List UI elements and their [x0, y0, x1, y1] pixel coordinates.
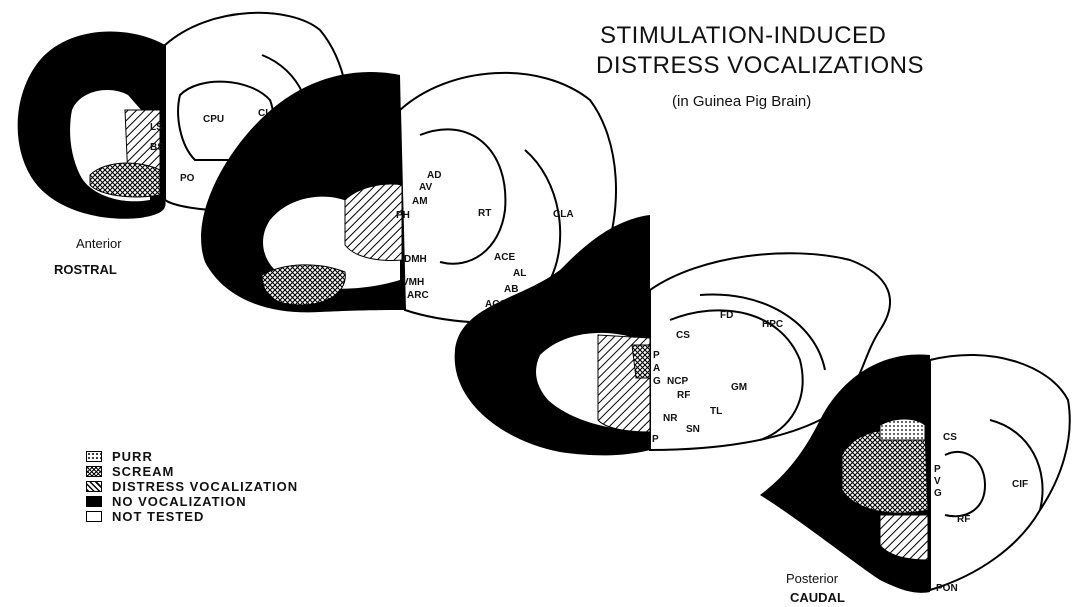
section-3-label: G	[653, 376, 661, 387]
section-4-label: P	[934, 464, 941, 475]
scream-swatch-icon	[86, 466, 102, 477]
section-3-label: HPC	[762, 319, 783, 330]
legend: PURR SCREAM DISTRESS VOCALIZATION NO VOC…	[86, 449, 298, 524]
legend-item-distress: DISTRESS VOCALIZATION	[86, 479, 298, 494]
section-3-label: SN	[686, 424, 700, 435]
legend-label: NO VOCALIZATION	[112, 494, 247, 509]
rostral-label: ROSTRAL	[54, 262, 117, 277]
section-2-label: AD	[427, 170, 441, 181]
section-1-label: LS	[150, 122, 163, 133]
section-4-label: CIF	[1012, 479, 1028, 490]
section-3-label: P	[653, 350, 660, 361]
section-1-label: PO	[180, 173, 195, 184]
section-3-label: A	[653, 363, 660, 374]
distress-swatch-icon	[86, 481, 102, 492]
legend-item-untested: NOT TESTED	[86, 509, 298, 524]
legend-item-purr: PURR	[86, 449, 298, 464]
section-1-label: CPU	[203, 114, 224, 125]
section-4-purr-zone	[880, 419, 925, 440]
section-3-label: TL	[710, 406, 722, 417]
section-4-outline	[930, 355, 1070, 590]
section-3-label: RF	[677, 390, 690, 401]
section-3-label: P	[652, 434, 659, 445]
section-2-label: AL	[513, 268, 526, 279]
section-3-label: GM	[731, 382, 747, 393]
legend-label: PURR	[112, 449, 153, 464]
section-4-label: PON	[936, 583, 958, 594]
section-2-label: VMH	[402, 277, 424, 288]
section-2-label: PH	[396, 210, 410, 221]
section-1-label: BS	[150, 142, 164, 153]
section-2-label: AB	[504, 284, 518, 295]
section-2-label: CLA	[553, 209, 574, 220]
section-2-label: ARC	[407, 290, 429, 301]
section-2-distress-zone	[345, 184, 402, 261]
section-3-label: NR	[663, 413, 678, 424]
section-3-label: NCP	[667, 376, 688, 387]
section-4-label: CS	[943, 432, 957, 443]
legend-label: SCREAM	[112, 464, 174, 479]
diagram-subtitle: (in Guinea Pig Brain)	[672, 93, 811, 110]
caudal-label: CAUDAL	[790, 590, 845, 605]
section-4-label: RF	[957, 514, 970, 525]
section-4-label: G	[934, 488, 942, 499]
legend-label: NOT TESTED	[112, 509, 204, 524]
no-vocalization-swatch-icon	[86, 496, 102, 507]
legend-label: DISTRESS VOCALIZATION	[112, 479, 298, 494]
legend-item-scream: SCREAM	[86, 464, 298, 479]
section-3-label: FD	[720, 310, 733, 321]
legend-item-none: NO VOCALIZATION	[86, 494, 298, 509]
section-1-scream-zone	[90, 163, 160, 197]
purr-swatch-icon	[86, 451, 102, 462]
section-4-label: V	[934, 476, 941, 487]
section-4-scream-zone	[842, 429, 928, 513]
section-2-label: RT	[478, 208, 491, 219]
diagram-title-line-2: DISTRESS VOCALIZATIONS	[596, 52, 924, 80]
diagram-title-line-1: STIMULATION-INDUCED	[600, 22, 886, 50]
section-2-label: ACE	[494, 252, 515, 263]
section-3-label: CS	[676, 330, 690, 341]
section-2-label: AV	[419, 182, 432, 193]
section-2-label: DMH	[404, 254, 427, 265]
posterior-label: Posterior	[786, 571, 838, 586]
anterior-label: Anterior	[76, 236, 122, 251]
section-2-label: AM	[412, 196, 428, 207]
not-tested-swatch-icon	[86, 511, 102, 522]
